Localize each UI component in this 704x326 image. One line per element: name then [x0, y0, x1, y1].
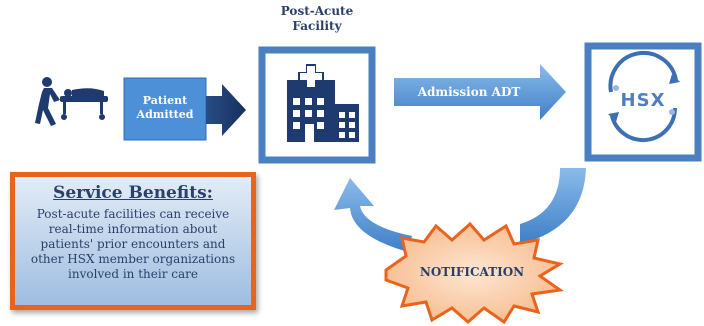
patient-admitted-label: Patient Admitted: [124, 94, 206, 122]
service-benefits-panel: Service Benefits: Post-acute facilities …: [10, 172, 256, 310]
admitted-arrow: [206, 84, 246, 136]
patient-admitted-box: [123, 77, 207, 141]
benefit-line-2: real-time information about: [48, 222, 218, 236]
admission-adt-arrow: [394, 64, 566, 120]
benefit-line-3: patients' prior encounters and: [40, 237, 226, 251]
return-arc-right: [520, 168, 586, 244]
benefit-line-1: Post-acute facilities can receive: [36, 207, 230, 221]
notification-label: NOTIFICATION: [419, 265, 525, 279]
service-benefits-title: Service Benefits:: [53, 183, 213, 203]
benefit-line-4: other HSX member organizations: [30, 252, 236, 266]
benefit-line-5: involved in their care: [68, 267, 198, 281]
facility-title: Post-Acute Facility: [272, 4, 362, 34]
facility-title-line-1: Post-Acute: [280, 4, 354, 18]
return-arrow-left: [334, 178, 412, 252]
admission-adt-label: Admission ADT: [417, 85, 521, 99]
patient-admitted-line-2: Admitted: [136, 108, 194, 121]
hsx-logo-icon: [608, 50, 680, 143]
stretcher-patient-icon: [35, 77, 108, 126]
notification-burst: [384, 221, 564, 325]
hospital-icon: [287, 64, 359, 142]
facility-title-line-2: Facility: [292, 19, 342, 33]
hsx-logo-text: HSX: [620, 90, 666, 111]
patient-admitted-line-1: Patient: [142, 94, 188, 107]
